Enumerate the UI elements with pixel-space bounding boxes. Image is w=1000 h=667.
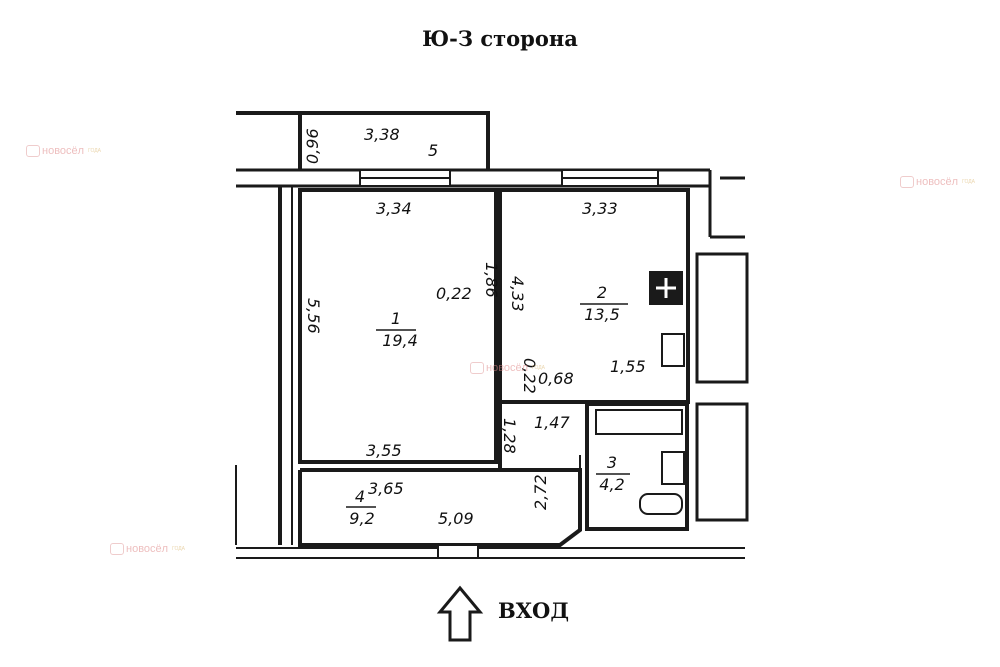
fixtures <box>579 271 685 515</box>
neighbor-upper <box>695 252 749 384</box>
dim-1-28: 1,28 <box>500 418 519 454</box>
watermark-sub: ГОДА <box>962 179 976 185</box>
dim-0-68: 0,68 <box>538 369 574 388</box>
room-3-area: 4,2 <box>599 475 624 494</box>
dim-2-72: 2,72 <box>531 474 550 510</box>
watermark-house-icon <box>470 362 484 374</box>
entrance-arrow-icon <box>436 585 484 642</box>
watermark-logo: новосёл ГОДА <box>26 145 101 157</box>
bathtub-icon <box>595 409 683 435</box>
walls <box>235 111 749 559</box>
room-3-number: 3 <box>607 453 617 472</box>
watermark-house-icon <box>900 176 914 188</box>
room-4-area: 9,2 <box>349 509 374 528</box>
room-4-number: 4 <box>355 487 365 506</box>
watermark-text: новосёл <box>42 145 85 157</box>
watermark-logo: новосёл ГОДА <box>900 176 975 188</box>
entrance-door <box>437 544 479 559</box>
room-1-area: 19,4 <box>382 331 418 350</box>
plan-title: Ю-З сторона <box>422 26 578 51</box>
room-1-outline <box>298 188 498 464</box>
watermark-sub: ГОДА <box>172 546 186 552</box>
windows <box>359 169 659 559</box>
dim-3-65: 3,65 <box>368 479 404 498</box>
toilet-icon <box>639 493 683 515</box>
dim-1-55: 1,55 <box>610 357 646 376</box>
watermark-house-icon <box>110 543 124 555</box>
dim-1-47: 1,47 <box>534 413 570 432</box>
dimension-labels: 3,38 0,96 5 3,34 1,86 3,33 5,56 0,22 4,3… <box>303 125 646 528</box>
room-1-number: 1 <box>391 309 401 328</box>
watermark-logo: новосёл ГОДА <box>470 362 545 374</box>
room-5-number: 5 <box>428 141 438 160</box>
dim-1-86: 1,86 <box>482 262 501 298</box>
entrance-label: ВХОД <box>498 598 570 623</box>
washbasin-icon <box>661 451 685 485</box>
dim-3-55: 3,55 <box>366 441 402 460</box>
dim-3-38: 3,38 <box>364 125 400 144</box>
dim-0-22-a: 0,22 <box>436 284 472 303</box>
room-4-outline <box>298 468 582 547</box>
dim-0-96: 0,96 <box>303 128 322 164</box>
room-2-number: 2 <box>597 283 607 302</box>
dim-3-34: 3,34 <box>376 199 412 218</box>
dim-3-33: 3,33 <box>582 199 618 218</box>
kitchen-sink-icon <box>661 333 685 367</box>
dim-0-22-b: 0,22 <box>520 358 539 394</box>
watermark-text: новосёл <box>486 362 529 374</box>
watermark-sub: ГОДА <box>532 365 546 371</box>
dim-5-56: 5,56 <box>304 298 323 334</box>
dim-5-09: 5,09 <box>438 509 474 528</box>
watermark-text: новосёл <box>916 176 959 188</box>
watermark-house-icon <box>26 145 40 157</box>
dim-4-33: 4,33 <box>508 276 527 312</box>
watermark-logo: новосёл ГОДА <box>110 543 185 555</box>
stove-burner-icon <box>656 278 676 298</box>
room-3-outline <box>585 402 689 531</box>
watermark-text: новосёл <box>126 543 169 555</box>
room-2-area: 13,5 <box>584 305 620 324</box>
neighbor-lower <box>695 402 749 522</box>
watermark-sub: ГОДА <box>88 148 102 154</box>
